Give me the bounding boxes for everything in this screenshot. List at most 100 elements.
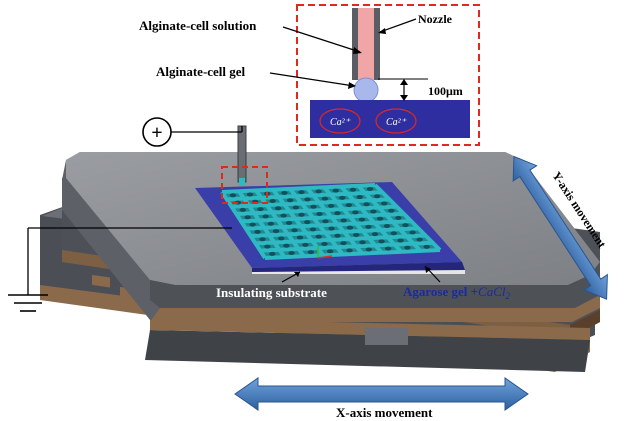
scaffold-pore (390, 231, 397, 236)
scaffold-pore (326, 249, 334, 254)
scaffold-pore (286, 198, 294, 203)
nozzle-body (237, 125, 247, 183)
scaffold-strand (271, 188, 325, 257)
inset-gel-droplet (353, 77, 379, 103)
ion-left-label: Ca²⁺ (330, 117, 351, 128)
scaffold-pore (315, 234, 322, 239)
scaffold-pore (307, 250, 315, 255)
inset-solution (358, 8, 374, 80)
scaffold-pore (381, 201, 388, 206)
scaffold-pore (334, 211, 341, 216)
scaffold-pore (283, 243, 290, 248)
x-axis-arrow (234, 377, 529, 411)
scaffold-strand (288, 187, 345, 256)
scaffold-pore (378, 239, 385, 244)
scaffold-pore (309, 227, 317, 232)
scaffold-pore (370, 209, 377, 214)
scaffold-pore (239, 207, 246, 212)
scaffold-pore (346, 248, 353, 253)
alginate-cell-gel-label: Alginate-cell gel (156, 64, 246, 79)
scaffold-pore (280, 213, 287, 218)
nozzle-tip (239, 178, 245, 186)
circuit: + (8, 117, 243, 312)
scaffold-strand (373, 183, 442, 252)
scaffold-pore (281, 190, 288, 195)
zoom-region-marker (221, 166, 268, 204)
scaffold-strand (245, 219, 412, 231)
scaffold-pore (327, 203, 335, 208)
scaffold-strand (241, 211, 404, 224)
scaffold-strand (260, 240, 433, 253)
scaffold-pore (322, 219, 329, 224)
scaffold-pore (349, 187, 357, 192)
axis-indicator (317, 246, 333, 259)
scaffold-pore (332, 188, 339, 193)
scaffold-strand (236, 204, 397, 216)
scaffold-pore (304, 220, 311, 225)
scaffold-pore (304, 197, 311, 202)
scaffold-pore (340, 241, 347, 246)
nozzle-label: Nozzle (418, 12, 453, 26)
scaffold-strand (220, 190, 267, 260)
scaffold-pore (339, 195, 346, 200)
scaffold-pore (269, 199, 276, 204)
scaffold-strand (322, 186, 384, 254)
scaffold-strand (221, 183, 376, 194)
scaffold-strand (305, 186, 364, 255)
scaffold-pore (404, 245, 411, 250)
scaffold-pore (298, 212, 305, 217)
insulating-substrate-label: Insulating substrate (216, 285, 327, 300)
scaffold-pore (292, 205, 300, 210)
agarose-gel-label: Agarose gel +CaCl2 (403, 284, 511, 301)
plus-sign: + (151, 122, 162, 144)
scaffold-strand (356, 184, 422, 253)
scaffold-pore (373, 194, 381, 199)
scaffold-pore (321, 196, 329, 201)
scaffold-pore (274, 206, 282, 211)
scaffold-pore (371, 232, 379, 237)
scaffold-pore (359, 240, 366, 245)
ion-right-label: Ca²⁺ (386, 117, 407, 128)
alginate-cell-solution-label: Alginate-cell solution (139, 18, 257, 33)
top-plate-front (150, 262, 600, 308)
scaffold-strand (254, 189, 306, 258)
scaffold-pore (423, 244, 430, 249)
x-axis-label: X-axis movement (336, 405, 433, 420)
printed-scaffold (220, 183, 442, 260)
scaffold-pore (365, 224, 372, 229)
scaffold-pore (272, 229, 280, 234)
scaffold-pore (316, 211, 323, 216)
y-axis-arrow (512, 155, 608, 300)
scaffold-pore (388, 208, 395, 213)
inset-gel-block (310, 100, 470, 138)
scaffold-pore (365, 247, 373, 252)
scaffold-strand (264, 248, 441, 260)
scaffold-pore (376, 216, 384, 221)
scaffold-pore (409, 230, 416, 235)
scaffold-strand (339, 185, 403, 254)
scaffold-pore (356, 195, 363, 200)
scaffold-pore (402, 223, 409, 228)
scaffold-pore (352, 210, 359, 215)
scaffold-pore (384, 246, 392, 251)
scaffold-pore (334, 233, 341, 238)
top-plate-bronze-edge (150, 295, 600, 322)
scaffold-pore (254, 229, 261, 234)
scaffold-strand (231, 197, 390, 209)
scaffold-pore (328, 226, 335, 231)
scaffold-pore (416, 237, 423, 242)
scaffold-pore (269, 251, 276, 256)
stage-tab (92, 274, 110, 288)
scaffold-strand (250, 226, 419, 238)
scaffold-pore (340, 218, 347, 223)
scaffold-pore (363, 202, 370, 207)
zoom-inset: Ca²⁺ Ca²⁺ 100μm Nozzle (296, 4, 480, 146)
scaffold-strand (255, 233, 426, 246)
scaffold-pore (302, 242, 309, 247)
front-block (365, 328, 408, 345)
scaffold-pore (249, 222, 256, 227)
scaffold-pore (262, 214, 269, 219)
scaffold-pore (246, 192, 254, 197)
